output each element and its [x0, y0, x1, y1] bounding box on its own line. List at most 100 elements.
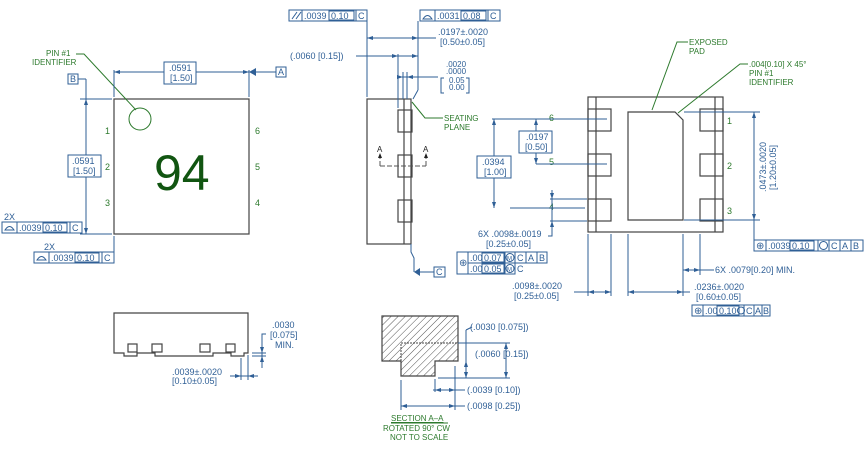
- mmc-icon: M: [507, 268, 512, 274]
- svg-text:1: 1: [727, 116, 732, 126]
- lead-proj-in: .0030: [272, 320, 295, 330]
- pin-label: 6: [255, 126, 260, 136]
- package-body-top: [113, 98, 250, 235]
- svg-text:B: B: [853, 241, 859, 251]
- pin1-label: PIN #1: [46, 49, 71, 58]
- profile-fcf-2: .0039 0.10 C: [33, 251, 115, 264]
- svg-text:B: B: [70, 74, 76, 84]
- lead-pad: [699, 153, 724, 177]
- svg-text:C: C: [517, 264, 524, 274]
- svg-text:.0039: .0039: [19, 223, 42, 233]
- svg-text:A: A: [528, 253, 534, 263]
- seating-plane-label: SEATING: [444, 114, 479, 123]
- pin1-dot-icon: [128, 107, 152, 131]
- pin1-label-2: IDENTIFIER: [32, 58, 77, 67]
- parallelism-fcf: .0039 0.10 C: [288, 9, 368, 22]
- lead-pull-mm: [0.10±0.05]: [172, 376, 217, 386]
- marking-text: 94: [154, 145, 210, 201]
- svg-text:0.08: 0.08: [463, 11, 481, 21]
- end-view: .0030 [0.075] MIN. .0039±.0020 [0.10±0.0…: [113, 312, 298, 386]
- lead-pad: [699, 198, 724, 222]
- width-in: .0591: [169, 63, 192, 73]
- standoff-in-hi: .0020: [446, 60, 467, 69]
- lead-pad: [587, 198, 612, 222]
- pin-label: 3: [105, 198, 110, 208]
- position-fcf-pad-h: ⊕ .0039 0.10 C A B: [753, 239, 864, 252]
- section-sub-2: NOT TO SCALE: [390, 433, 448, 442]
- min-gap: 6X .0079[0.20] MIN.: [715, 265, 795, 275]
- mmc-icon: M: [507, 257, 512, 263]
- pitch-mm: [0.50]: [525, 142, 548, 152]
- svg-text:6: 6: [549, 113, 554, 123]
- svg-text:0.10: 0.10: [45, 223, 63, 233]
- section-title: SECTION A–A: [391, 414, 444, 423]
- lead-width-mm: [0.25±0.05]: [486, 239, 531, 249]
- svg-text:A: A: [842, 241, 848, 251]
- lead-pad: [587, 153, 612, 177]
- section-mark: A: [377, 145, 383, 154]
- pad-length-mm: [1.20±0.05]: [768, 145, 778, 190]
- pin1-leader: [76, 53, 137, 111]
- svg-text:C: C: [831, 241, 838, 251]
- bottom-view: 6 5 4 1 2 3 EXPOSED PAD .004[0.10] X 45°…: [456, 38, 864, 317]
- svg-text:5: 5: [549, 157, 554, 167]
- svg-text:.0039: .0039: [51, 253, 74, 263]
- pin-label: 1: [105, 126, 110, 136]
- section-hatch: [381, 315, 459, 377]
- svg-text:.0020: .0020: [470, 264, 493, 274]
- pitch-in: .0197: [526, 132, 549, 142]
- lead-pad: [699, 108, 724, 132]
- section-mark: A: [423, 145, 429, 154]
- svg-text:.0039: .0039: [304, 11, 327, 21]
- svg-text:0.10: 0.10: [331, 11, 349, 21]
- svg-text:B: B: [539, 253, 545, 263]
- lead-pad: [587, 108, 612, 132]
- lead: [397, 199, 413, 223]
- datum-b-box: [67, 73, 79, 85]
- svg-text:C: C: [517, 253, 524, 263]
- pin-label: 2: [105, 162, 110, 172]
- position-icon: ⊕: [756, 241, 764, 252]
- svg-text:C: C: [104, 253, 111, 263]
- svg-text:.0039: .0039: [768, 241, 791, 251]
- section-dim-1: (.0030 [0.075]): [470, 322, 529, 332]
- side-view: A A .0039 0.10 C .0031 0.08 C: [288, 9, 501, 278]
- svg-text:0.10: 0.10: [77, 253, 95, 263]
- chamfer-label-2: PIN #1: [749, 69, 774, 78]
- svg-text:0.10: 0.10: [792, 241, 810, 251]
- svg-text:A: A: [278, 67, 284, 77]
- svg-text:B: B: [763, 306, 769, 316]
- svg-text:0.07: 0.07: [484, 253, 502, 263]
- height-mm: [1.50]: [73, 166, 96, 176]
- chamfer-label-3: IDENTIFIER: [749, 78, 794, 87]
- span-in: .0394: [482, 157, 505, 167]
- lead-pull-in: .0039±.0020: [172, 367, 222, 377]
- pin-label: 4: [255, 198, 260, 208]
- svg-text:C: C: [358, 11, 365, 21]
- thickness-in: .0197±.0020: [438, 27, 488, 37]
- pin-label: 5: [255, 162, 260, 172]
- section-dim-2: (.0060 [0.15]): [475, 349, 529, 359]
- profile-surface-icon: [422, 15, 433, 20]
- pad-width-mm: [0.60±0.05]: [696, 292, 741, 302]
- svg-text:3: 3: [727, 206, 732, 216]
- position-icon: ⊕: [459, 258, 467, 269]
- section-dim-3: (.0039 [0.10]): [467, 385, 521, 395]
- svg-text:2X: 2X: [4, 212, 15, 222]
- exposed-pad-label-2: PAD: [689, 47, 705, 56]
- position-icon: ⊕: [694, 306, 702, 317]
- top-view: 94 1 2 3 6 5 4 PIN #1 IDENTIFIER A .0591…: [1, 49, 287, 264]
- svg-text:C: C: [436, 267, 443, 277]
- svg-text:0.05: 0.05: [484, 264, 502, 274]
- svg-text:C: C: [490, 11, 497, 21]
- position-fcf-leads: ⊕ .0028 0.07 M C A B .0020 0.05 M C: [456, 251, 548, 275]
- section-dim-4: (.0098 [0.25]): [467, 401, 521, 411]
- svg-text:C: C: [72, 223, 79, 233]
- lead-length-mm: [0.25±0.05]: [514, 291, 559, 301]
- standoff-mm-lo: 0.00: [449, 83, 465, 92]
- parallelism-icon: [291, 11, 302, 20]
- profile-fcf-1: .0039 0.10 C: [1, 221, 83, 234]
- section-sub-1: ROTATED 90° CW: [383, 424, 450, 433]
- thickness-mm: [0.50±0.05]: [440, 37, 485, 47]
